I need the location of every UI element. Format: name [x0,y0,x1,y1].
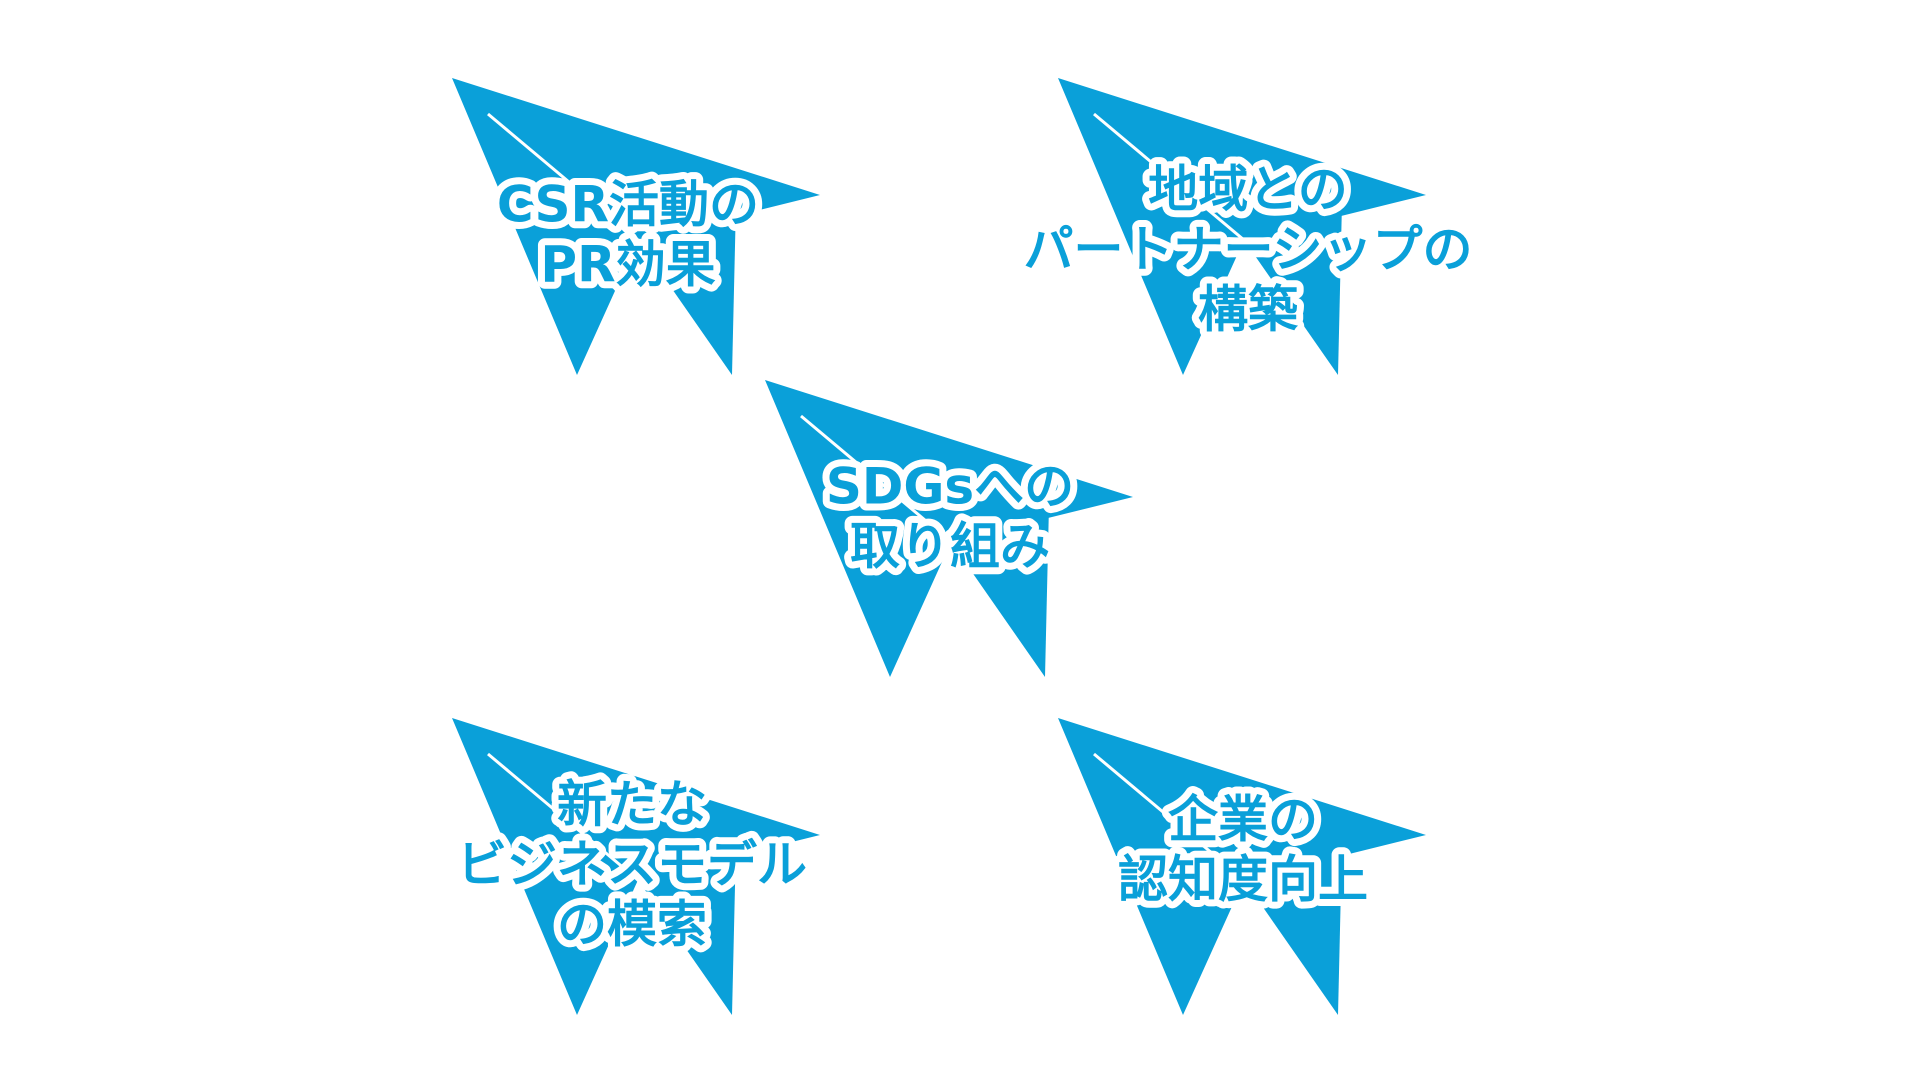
plane-label: 企業の [1168,791,1318,849]
plane-label-outline: 構築 [1198,281,1299,339]
plane-fold-line [800,414,952,544]
plane-tail-flap [638,203,736,375]
plane-label-outline: の模索 [557,896,707,954]
plane-label: の模索 [557,896,707,954]
plane-label: SDGsへの [826,458,1074,516]
plane-label-outline: SDGsへの [826,458,1074,516]
plane-label: パートナーシップの [1024,221,1473,279]
plane-label: 認知度向上 [1118,851,1368,909]
plane-tail-flap [951,505,1049,677]
plane-tail-flap [1244,843,1342,1015]
plane-tail-flap [638,843,736,1015]
plane-label-outline: 企業の [1168,791,1318,849]
plane-label-outline: 取り組み [850,518,1050,576]
plane-fold-line [1093,112,1245,242]
plane-fold-line [487,112,639,242]
plane-label-outline: CSR活動の [497,176,759,234]
plane-label-outline: ビジネスモデル [457,836,807,894]
plane-label-outline: PR効果 [540,236,715,294]
paper-plane-icon [1058,78,1426,375]
plane-label-outline: 認知度向上 [1118,851,1368,909]
plane-label: CSR活動の [497,176,759,234]
plane-label-outline: パートナーシップの [1024,221,1473,279]
plane-label: 地域との [1148,161,1348,219]
plane-label-outline: 新たな [557,776,707,834]
plane-label: 構築 [1198,281,1299,339]
plane-label: 取り組み [850,518,1050,576]
plane-label: ビジネスモデル [457,836,807,894]
plane-fold-line [487,752,639,882]
plane-label: PR効果 [540,236,715,294]
plane-label-outline: 地域との [1148,161,1348,219]
paper-plane-icon [452,78,820,375]
plane-fold-line [1093,752,1245,882]
plane-tail-flap [1244,203,1342,375]
paper-plane-icon [452,718,820,1015]
paper-plane-icon [1058,718,1426,1015]
paper-plane-icon [765,380,1133,677]
plane-label: 新たな [557,776,707,834]
